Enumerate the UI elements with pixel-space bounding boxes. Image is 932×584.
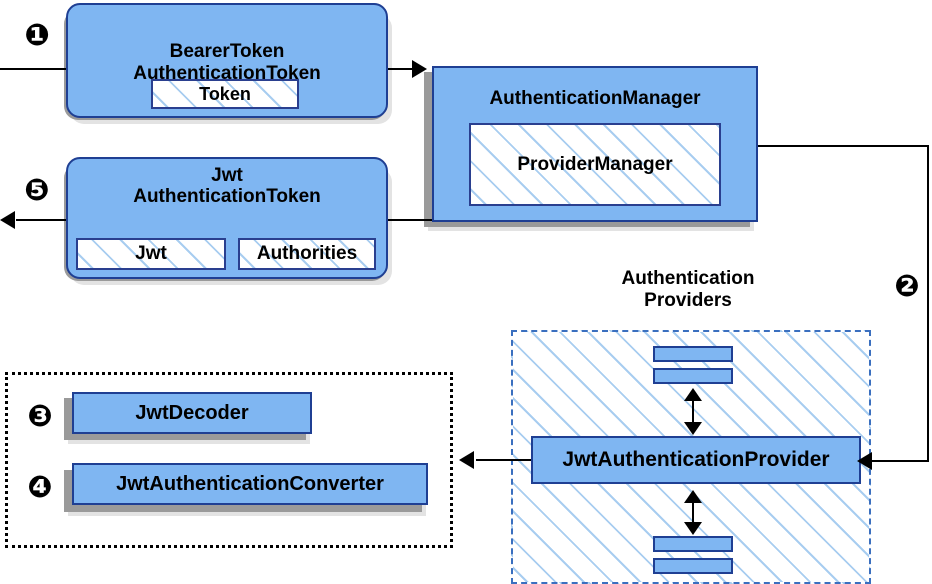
node-jwt-token-inner-authorities[interactable]: Authorities: [238, 238, 376, 270]
arrowhead-response-out: [0, 211, 15, 229]
connector-into-provider: [872, 460, 929, 462]
connector-bearer-to-manager: [388, 68, 418, 70]
node-jwt-decoder[interactable]: JwtDecoder: [72, 392, 312, 434]
node-jwt-authentication-converter[interactable]: JwtAuthenticationConverter: [72, 463, 428, 505]
jwt-token-inner-authorities-label: Authorities: [256, 243, 358, 264]
jwt-decoder-label: JwtDecoder: [135, 401, 249, 424]
node-provider-manager[interactable]: ProviderManager: [469, 123, 721, 206]
step-badge-4: ❹: [27, 470, 53, 505]
arrowhead-provider-bottom-down: [684, 522, 702, 535]
jwt-token-title-line1: Jwt: [211, 165, 243, 186]
provider-stub-top-2: [653, 368, 733, 384]
connector-provider-to-support: [476, 459, 531, 461]
bearer-token-title-line2: AuthenticationToken: [133, 62, 321, 84]
provider-manager-label: ProviderManager: [517, 153, 673, 175]
providers-caption-line2: Providers: [644, 289, 732, 311]
provider-stub-bottom-1: [653, 536, 733, 552]
node-jwt-authentication-provider[interactable]: JwtAuthenticationProvider: [531, 436, 861, 484]
connector-jwt-token-out: [16, 219, 72, 221]
arrowhead-provider-top-up: [684, 388, 702, 401]
jwt-token-title-line2: AuthenticationToken: [133, 186, 321, 208]
node-bearer-token-inner-token[interactable]: Token: [151, 79, 299, 109]
step-badge-3: ❸: [27, 399, 53, 434]
provider-stub-bottom-2: [653, 558, 733, 574]
auth-manager-title: AuthenticationManager: [489, 88, 701, 109]
authentication-providers-caption: Authentication Providers: [568, 268, 808, 311]
providers-caption-line1: Authentication: [621, 268, 755, 289]
arrowhead-provider-bottom-up: [684, 490, 702, 503]
jwt-token-inner-jwt-label: Jwt: [135, 243, 167, 264]
arrowhead-provider-to-support: [459, 451, 474, 469]
step-badge-5: ❺: [24, 173, 50, 208]
bearer-token-title-line1: BearerToken: [169, 41, 285, 63]
connector-provider-top-link: [692, 392, 694, 430]
provider-stub-top-1: [653, 346, 733, 362]
connector-manager-to-jwt-token: [388, 219, 434, 221]
jwt-provider-label: JwtAuthenticationProvider: [562, 448, 830, 472]
connector-request-in: [0, 68, 72, 70]
arrowhead-into-provider: [857, 452, 872, 470]
arrowhead-provider-top-down: [684, 422, 702, 435]
node-jwt-token-inner-jwt[interactable]: Jwt: [76, 238, 226, 270]
bearer-token-inner-label: Token: [199, 83, 251, 104]
step-badge-2: ❷: [894, 269, 920, 304]
jwt-converter-label: JwtAuthenticationConverter: [116, 472, 384, 495]
arrowhead-bearer-to-manager: [412, 60, 427, 78]
connector-manager-out-vertical: [927, 145, 929, 461]
connector-manager-out-horizontal: [757, 145, 929, 147]
connector-provider-bottom-link: [692, 494, 694, 530]
step-badge-1: ❶: [24, 18, 50, 53]
jwt-support-group: [5, 372, 453, 548]
